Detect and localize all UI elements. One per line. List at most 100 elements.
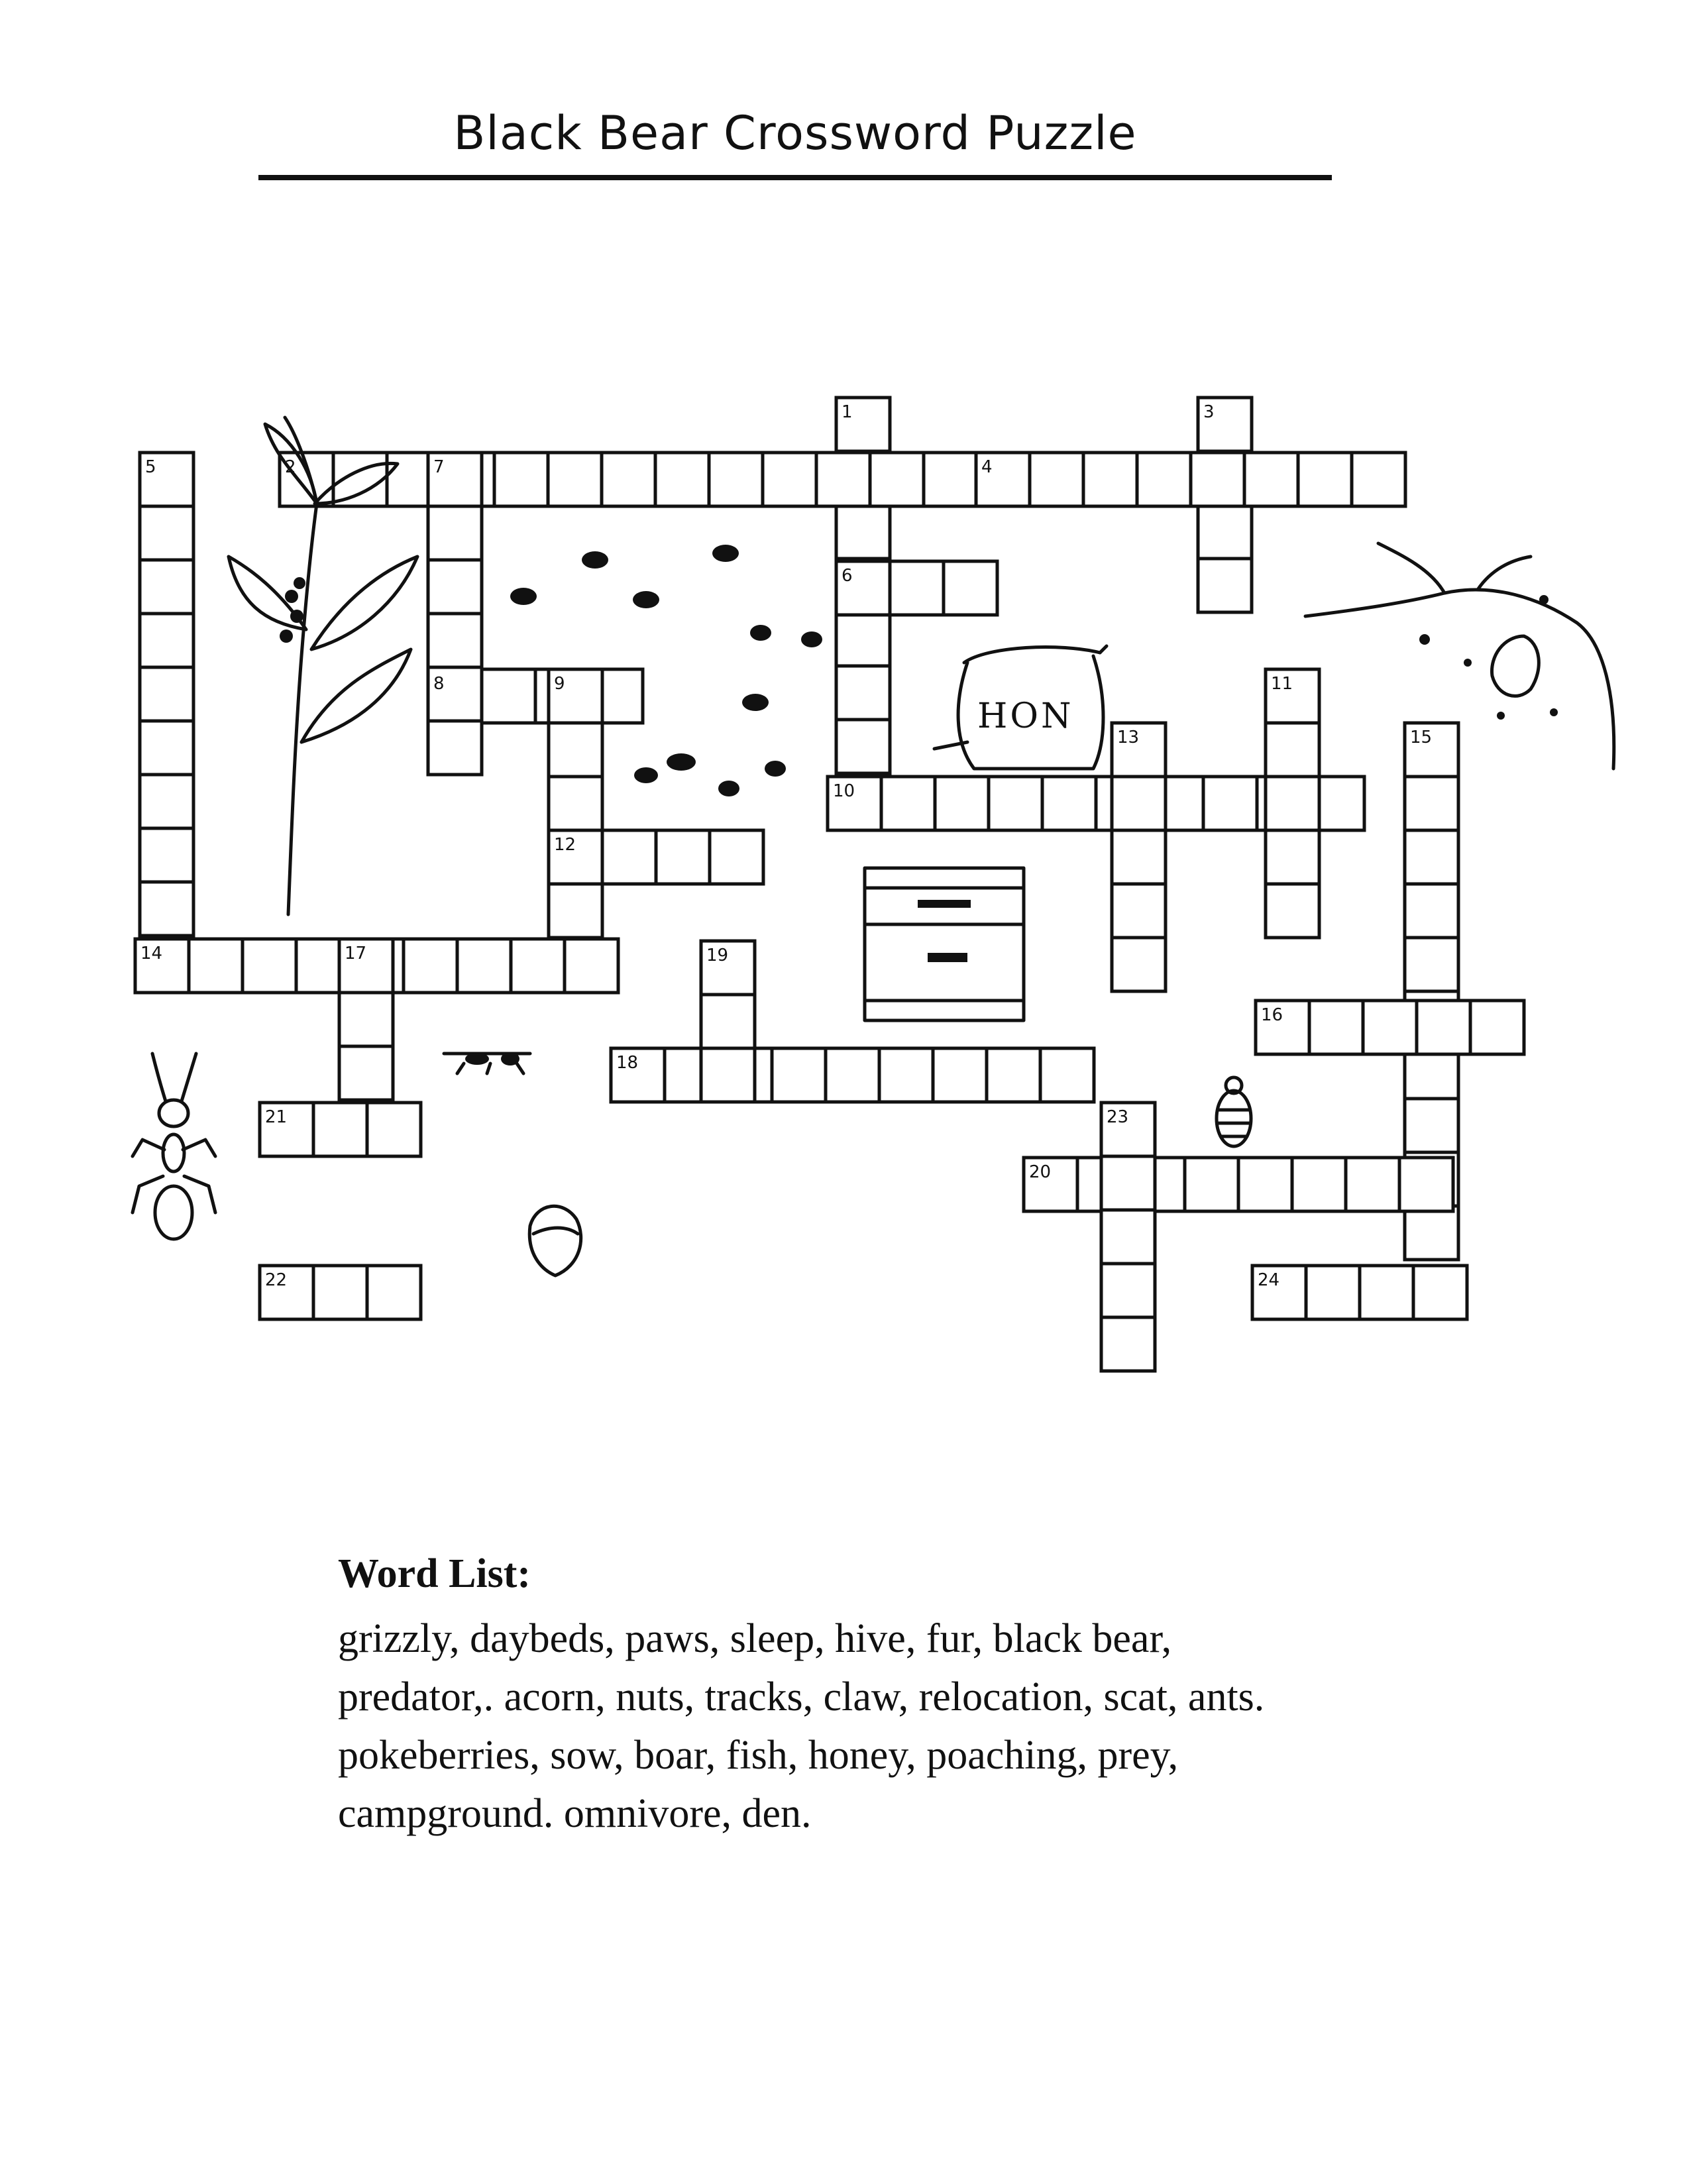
crossword-cell[interactable] bbox=[563, 937, 620, 995]
crossword-cell[interactable] bbox=[337, 937, 395, 995]
crossword-cell[interactable] bbox=[1415, 999, 1472, 1056]
crossword-cell[interactable] bbox=[426, 558, 484, 616]
crossword-cell[interactable] bbox=[600, 828, 658, 886]
crossword-cell[interactable] bbox=[707, 451, 765, 508]
crossword-cell[interactable] bbox=[1361, 999, 1419, 1056]
crossword-cell[interactable] bbox=[426, 612, 484, 669]
crossword-cell[interactable] bbox=[1110, 936, 1168, 993]
crossword-cell[interactable] bbox=[1254, 999, 1311, 1056]
crossword-cell[interactable] bbox=[1264, 667, 1321, 725]
crossword-cell[interactable] bbox=[1403, 936, 1460, 993]
crossword-cell[interactable] bbox=[1403, 882, 1460, 940]
crossword-cell[interactable] bbox=[600, 451, 657, 508]
crossword-cell[interactable] bbox=[761, 451, 818, 508]
crossword-cell[interactable] bbox=[770, 1046, 828, 1104]
crossword-cell[interactable] bbox=[834, 718, 892, 775]
crossword-cell[interactable] bbox=[933, 775, 991, 832]
crossword-cell[interactable] bbox=[931, 1046, 989, 1104]
crossword-cell[interactable] bbox=[1110, 775, 1168, 832]
crossword-cell[interactable] bbox=[708, 828, 765, 886]
crossword-cell[interactable] bbox=[834, 610, 892, 668]
crossword-cell[interactable] bbox=[1403, 828, 1460, 886]
crossword-cell[interactable] bbox=[942, 559, 999, 617]
crossword-cell[interactable] bbox=[834, 396, 892, 453]
crossword-cell[interactable] bbox=[834, 559, 892, 617]
crossword-cell[interactable] bbox=[834, 664, 892, 722]
crossword-cell[interactable] bbox=[1397, 1156, 1455, 1213]
crossword-cell[interactable] bbox=[1040, 775, 1098, 832]
crossword-cell[interactable] bbox=[987, 775, 1044, 832]
crossword-cell[interactable] bbox=[1264, 721, 1321, 779]
crossword-cell[interactable] bbox=[337, 991, 395, 1048]
crossword-cell[interactable] bbox=[824, 1046, 881, 1104]
crossword-cell[interactable] bbox=[879, 775, 937, 832]
crossword-cell[interactable] bbox=[1196, 557, 1254, 614]
crossword-cell[interactable] bbox=[826, 775, 883, 832]
crossword-cell[interactable] bbox=[1468, 999, 1526, 1056]
crossword-cell[interactable] bbox=[1403, 721, 1460, 779]
crossword-cell[interactable] bbox=[1135, 451, 1193, 508]
crossword-cell[interactable] bbox=[138, 719, 195, 777]
crossword-cell[interactable] bbox=[1189, 451, 1246, 508]
crossword-cell[interactable] bbox=[1081, 451, 1139, 508]
crossword-cell[interactable] bbox=[241, 937, 298, 995]
crossword-cell[interactable] bbox=[1110, 828, 1168, 886]
crossword-cell[interactable] bbox=[1403, 1097, 1460, 1154]
crossword-cell[interactable] bbox=[834, 503, 892, 561]
crossword-cell[interactable] bbox=[868, 451, 926, 508]
crossword-cell[interactable] bbox=[1099, 1315, 1157, 1373]
crossword-cell[interactable] bbox=[1296, 451, 1354, 508]
crossword-cell[interactable] bbox=[814, 451, 872, 508]
crossword-cell[interactable] bbox=[1242, 451, 1300, 508]
crossword-cell[interactable] bbox=[877, 1046, 935, 1104]
crossword-cell[interactable] bbox=[546, 451, 604, 508]
crossword-cell[interactable] bbox=[455, 937, 513, 995]
crossword-cell[interactable] bbox=[1411, 1264, 1469, 1321]
crossword-cell[interactable] bbox=[1183, 1156, 1240, 1213]
crossword-cell[interactable] bbox=[138, 558, 195, 616]
crossword-cell[interactable] bbox=[654, 828, 712, 886]
crossword-cell[interactable] bbox=[1403, 1204, 1460, 1262]
crossword-cell[interactable] bbox=[1403, 775, 1460, 832]
crossword-cell[interactable] bbox=[1307, 999, 1365, 1056]
crossword-cell[interactable] bbox=[1304, 1264, 1362, 1321]
crossword-cell[interactable] bbox=[699, 993, 757, 1050]
crossword-cell[interactable] bbox=[138, 665, 195, 723]
crossword-cell[interactable] bbox=[888, 559, 946, 617]
crossword-cell[interactable] bbox=[1264, 828, 1321, 886]
crossword-cell[interactable] bbox=[138, 826, 195, 884]
crossword-cell[interactable] bbox=[609, 1046, 667, 1104]
crossword-cell[interactable] bbox=[985, 1046, 1042, 1104]
crossword-cell[interactable] bbox=[1264, 882, 1321, 940]
crossword-cell[interactable] bbox=[1028, 451, 1085, 508]
crossword-cell[interactable] bbox=[258, 1101, 315, 1158]
crossword-cell[interactable] bbox=[653, 451, 711, 508]
crossword-cell[interactable] bbox=[922, 451, 979, 508]
crossword-cell[interactable] bbox=[187, 937, 245, 995]
crossword-cell[interactable] bbox=[1110, 882, 1168, 940]
crossword-cell[interactable] bbox=[426, 504, 484, 562]
crossword-cell[interactable] bbox=[1236, 1156, 1294, 1213]
crossword-cell[interactable] bbox=[311, 1264, 369, 1321]
crossword-cell[interactable] bbox=[1350, 451, 1407, 508]
crossword-cell[interactable] bbox=[1344, 1156, 1401, 1213]
crossword-cell[interactable] bbox=[138, 880, 195, 938]
crossword-cell[interactable] bbox=[1358, 1264, 1415, 1321]
crossword-cell[interactable] bbox=[547, 882, 604, 940]
crossword-cell[interactable] bbox=[547, 775, 604, 832]
crossword-cell[interactable] bbox=[365, 1264, 423, 1321]
crossword-cell[interactable] bbox=[365, 1101, 423, 1158]
crossword-cell[interactable] bbox=[402, 937, 459, 995]
crossword-cell[interactable] bbox=[426, 719, 484, 777]
crossword-cell[interactable] bbox=[547, 721, 604, 779]
crossword-cell[interactable] bbox=[1201, 775, 1259, 832]
crossword-cell[interactable] bbox=[138, 451, 195, 508]
crossword-cell[interactable] bbox=[480, 667, 537, 725]
crossword-cell[interactable] bbox=[1099, 1262, 1157, 1319]
crossword-cell[interactable] bbox=[138, 612, 195, 669]
crossword-cell[interactable] bbox=[1099, 1154, 1157, 1212]
crossword-cell[interactable] bbox=[699, 1046, 757, 1104]
crossword-cell[interactable] bbox=[509, 937, 567, 995]
crossword-cell[interactable] bbox=[1099, 1208, 1157, 1266]
crossword-cell[interactable] bbox=[1264, 775, 1321, 832]
